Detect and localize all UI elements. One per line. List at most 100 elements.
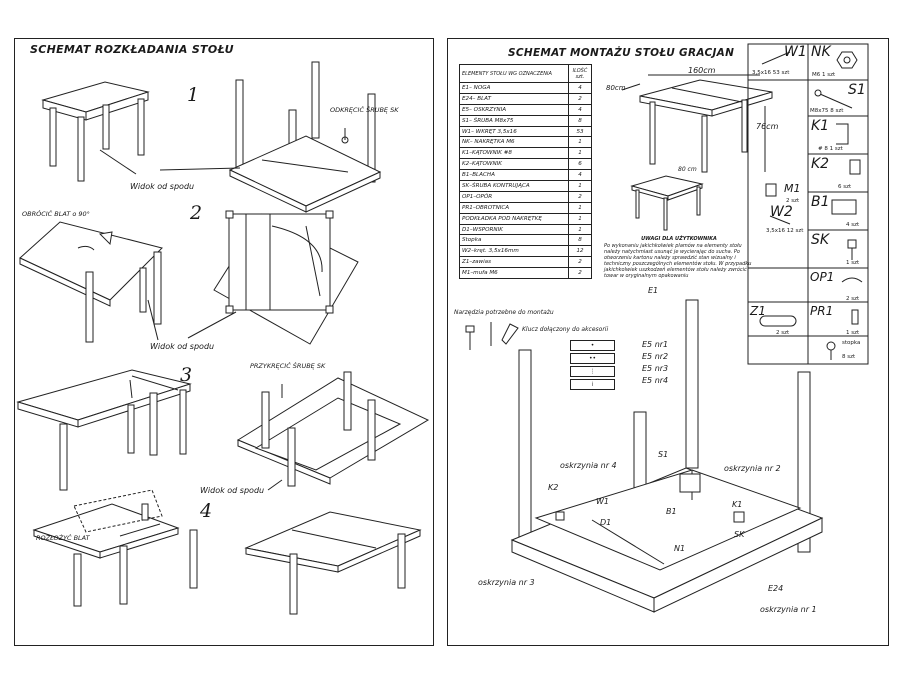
step2-underside-square-drawing (213, 210, 359, 345)
parts-table: ELEMENTY STOŁU WG OZNACZENIA ILOŚĆ szt. … (459, 64, 592, 280)
part-code-b1: B1 (811, 194, 830, 210)
label-k2: K2 (548, 483, 559, 492)
table-cell-name: PR1–OBROTNICA (459, 201, 569, 214)
step-number-2: 2 (190, 202, 203, 224)
user-notes-title: UWAGI DLA UŻYTKOWNIKA (641, 236, 717, 242)
part-qty-w1: 3,5x16 53 szt (752, 70, 790, 76)
table-header-elements: ELEMENTY STOŁU WG OZNACZENIA (459, 64, 569, 83)
table-cell-qty: 4 (568, 82, 592, 94)
table-cell-qty: 2 (568, 267, 592, 280)
label-widok-od-spodu-3: Widok od spodu (200, 486, 265, 495)
table-cell-name: OP1–OPÓR (459, 190, 569, 203)
table-cell-qty: 2 (568, 92, 592, 105)
label-rozlozyc-blat: ROZŁOŻYĆ BLAT (36, 534, 90, 542)
part-code-m1: M1 (784, 182, 801, 195)
dim-width: 160cm (688, 66, 716, 75)
label-e1: E1 (648, 286, 659, 295)
label-k1: K1 (732, 500, 743, 509)
table-cell-qty: 1 (568, 212, 592, 225)
table-cell-name: B1–BLACHA (459, 169, 569, 182)
step3-table-drawing (16, 369, 192, 491)
table-cell-name: D1–WSPORNIK (459, 223, 569, 236)
part-qty-w2: 3,5x16 12 szt (766, 228, 804, 234)
table-cell-qty: 2 (568, 190, 592, 203)
table-cell-name: E5– OSKRZYNIA (459, 103, 569, 116)
table-cell-name: M1–mufa M6 (459, 267, 569, 280)
step2-rotated-top-drawing (19, 221, 163, 343)
label-d1: D1 (600, 518, 612, 527)
table-cell-qty: 2 (568, 256, 592, 269)
part-qty-op1: 2 szt (846, 296, 860, 302)
tools-key-label: Klucz dołączony do akcesorii (522, 326, 609, 333)
label-s1: S1 (658, 450, 669, 459)
table-cell-qty: 53 (568, 125, 592, 138)
step1-underside-drawing (228, 61, 382, 213)
e5-box-2: •• (570, 353, 615, 364)
part-code-nk: NK (811, 44, 831, 60)
table-cell-name: Stopka (459, 234, 569, 247)
label-oskrzynia-4: oskrzynia nr 4 (560, 461, 617, 470)
step4-extended-table-drawing (244, 511, 422, 615)
tools-needed-label: Narzędzia potrzebne do montażu (454, 309, 554, 316)
part-code-z1: Z1 (750, 304, 766, 318)
part-qty-m1: 2 szt (786, 198, 800, 204)
e5-label-4: E5 nr4 (642, 376, 669, 385)
assembly-frame-drawing (510, 299, 824, 613)
part-code-op1: OP1 (810, 270, 835, 284)
table-cell-name: S1– ŚRUBA M8x75 (459, 114, 569, 127)
part-qty-k2: 6 szt (838, 184, 852, 190)
part-code-stopka: stopka (842, 340, 861, 346)
left-panel-title: SCHEMAT ROZKŁADANIA STOŁU (30, 43, 234, 56)
e5-label-3: E5 nr3 (642, 364, 669, 373)
dim-height: 76cm (756, 122, 779, 131)
table-cell-qty: 8 (568, 234, 592, 247)
part-qty-s1: M8x75 8 szt (810, 108, 844, 114)
table-cell-qty: 1 (568, 223, 592, 236)
part-code-s1: S1 (848, 82, 866, 98)
label-oskrzynia-3: oskrzynia nr 3 (478, 578, 535, 587)
table-cell-qty: 1 (568, 147, 592, 160)
table-cell-name: K2–KĄTOWNIK (459, 158, 569, 171)
label-obrocic-blat: OBRÓCIĆ BLAT o 90° (22, 210, 90, 218)
table-cell-name: Z1–zawias (459, 256, 569, 269)
table-header-row: ELEMENTY STOŁU WG OZNACZENIA ILOŚĆ szt. (459, 64, 592, 83)
label-w1: W1 (596, 497, 609, 506)
right-panel-title: SCHEMAT MONTAŻU STOŁU GRACJAN (508, 47, 735, 59)
part-code-k1: K1 (811, 118, 830, 134)
label-e24: E24 (768, 584, 784, 593)
e5-box-4: ⁞ (570, 379, 615, 390)
e5-box-1: • (570, 340, 615, 351)
label-n1: N1 (674, 544, 686, 553)
dim-depth-2: 80 cm (678, 166, 697, 173)
label-odkrecic: ODKRĘCIĆ ŚRUBĘ SK (330, 106, 399, 114)
extended-table-view (621, 74, 773, 173)
table-cell-name: PODKŁADKA POD NAKRĘTKĘ (459, 212, 569, 225)
label-sk: SK (734, 530, 745, 539)
part-code-pr1: PR1 (810, 304, 834, 318)
small-table-view (630, 175, 704, 231)
label-oskrzynia-1: oskrzynia nr 1 (760, 605, 817, 614)
table-cell-name: W1– WKRĘT 3,5x16 (459, 125, 569, 138)
part-code-sk: SK (811, 232, 830, 248)
table-cell-name: E24– BLAT (459, 92, 569, 105)
table-cell-qty: 12 (568, 245, 592, 258)
part-qty-nk: M6 1 szt (812, 72, 836, 78)
tools-drawing (465, 322, 519, 350)
table-cell-qty: 1 (568, 136, 592, 149)
label-b1: B1 (666, 507, 677, 516)
table-cell-name: K1–KĄTOWNIK #8 (459, 147, 569, 160)
dim-depth: 80cm (606, 84, 626, 92)
